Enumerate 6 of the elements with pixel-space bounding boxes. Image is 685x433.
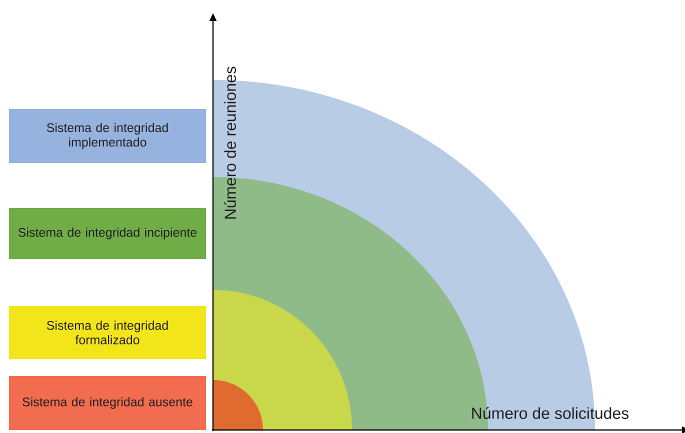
legend-label: Sistema de integridad formalizado [46,320,168,344]
legend-label: Sistema de integridad ausente [22,397,192,409]
axis-label: Número de solicitudes [472,407,629,419]
legend-label: Sistema de integridad implementado [46,122,168,150]
axis-label: Número de reuniones [224,66,236,219]
legend-label: Sistema de integridad incipiente [18,228,197,240]
